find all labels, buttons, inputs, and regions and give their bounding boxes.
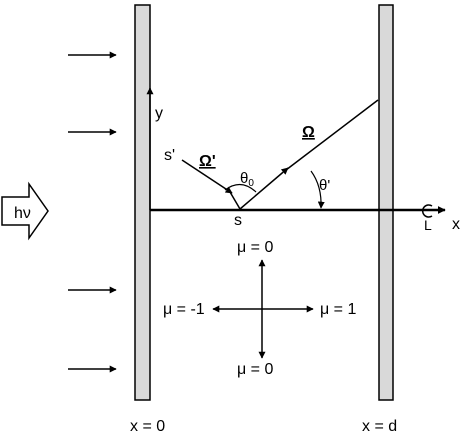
incident-rays <box>68 51 117 373</box>
mu-left-label: μ = -1 <box>163 301 205 318</box>
point-s-prime-label: s' <box>164 147 175 164</box>
outgoing-direction-ray <box>239 167 289 210</box>
mu-right-label: μ = 1 <box>320 301 356 318</box>
mu-bottom-label: μ = 0 <box>237 361 273 378</box>
photon-label: hν <box>14 205 31 222</box>
right-wall <box>378 4 394 401</box>
left-wall <box>134 4 151 401</box>
theta-prime-arc <box>310 170 325 209</box>
theta0-label: θ0 <box>240 170 254 189</box>
omega-prime-label: Ω' <box>199 153 216 170</box>
centerline-label: L <box>424 217 432 233</box>
outgoing-direction-line <box>285 99 379 171</box>
x-axis-label: x <box>452 216 460 233</box>
mu-top-label: μ = 0 <box>237 239 273 256</box>
photon-block-arrow <box>1 181 49 241</box>
left-boundary-label: x = 0 <box>130 418 165 434</box>
right-boundary-label: x = d <box>362 418 397 434</box>
incoming-direction-tail <box>229 191 241 210</box>
theta0-arc <box>224 183 257 193</box>
y-axis-label: y <box>155 105 163 122</box>
incoming-direction-ray <box>181 159 233 194</box>
theta-prime-label: θ' <box>319 177 330 194</box>
point-s-label: s <box>234 212 242 229</box>
omega-label: Ω <box>302 124 315 141</box>
centerline-symbol: L <box>422 204 433 233</box>
